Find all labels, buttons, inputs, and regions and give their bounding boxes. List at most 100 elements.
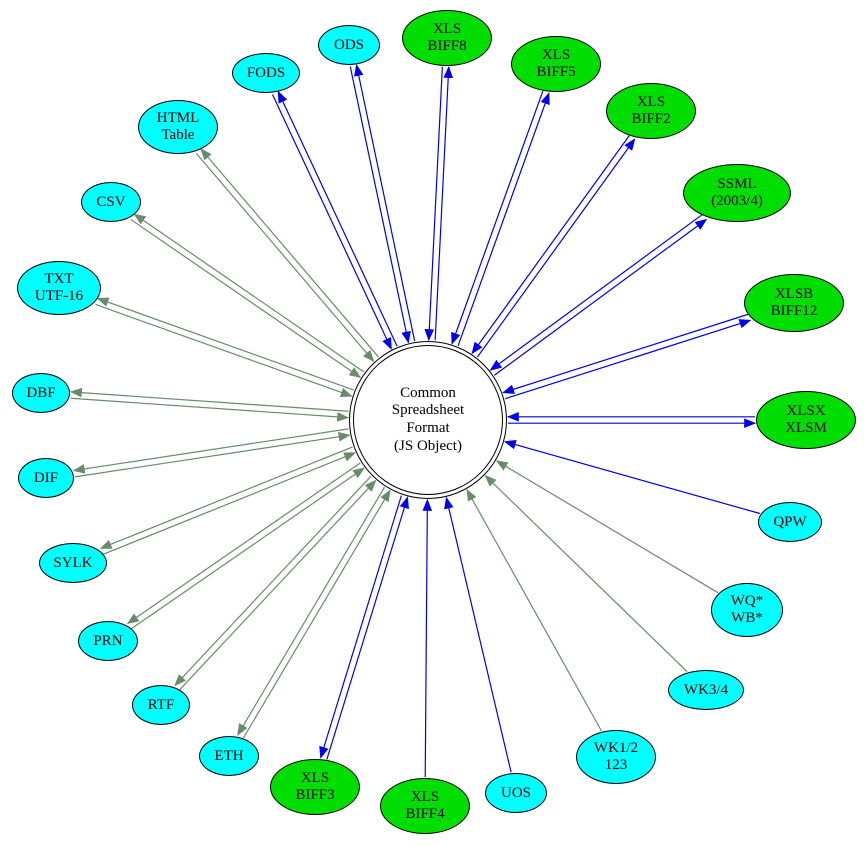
edge-xls-biff3-write [319,495,402,759]
center-line: Format [406,420,450,436]
edge-html-table-write [200,148,379,358]
format-node-label: Table [161,127,195,143]
edge-wk1-2-123-read [466,488,602,732]
edge-sylk-read [102,452,357,555]
edge-rtf-write [174,475,372,687]
format-node-label: PRN [93,632,123,649]
edge-prn-write [126,462,361,625]
format-node-fods: FODS [232,53,300,93]
edge-prn-read [131,467,365,630]
format-node-label: HTML [156,110,200,127]
edge-xls-biff4-read [422,498,433,778]
format-node-prn: PRN [78,621,138,661]
center-node: Common Spreadsheet Format (JS Object) [349,341,507,499]
edge-wk3-4-read [484,474,688,673]
format-node-label: UTF-16 [34,288,84,304]
format-node-wk3-4: WK3/4 [668,670,744,710]
format-node-label: XLS [300,770,330,787]
edge-ssml-2003-4-write [494,218,708,376]
format-node-label: UOS [500,784,531,801]
format-node-wq-wb: WQ*WB* [711,583,783,637]
format-node-label: ETH [214,747,244,764]
edge-dif-write [72,428,349,474]
edge-xls-biff8-write [434,65,454,341]
edge-ods-write [354,63,416,342]
format-node-qpw: QPW [758,502,822,542]
edge-xls-biff2-write [476,138,636,358]
format-node-rtf: RTF [132,685,190,725]
format-node-label: 123 [604,757,628,773]
format-node-ods: ODS [318,25,380,65]
edge-ssml-2003-4-read [489,213,703,371]
center-line: (JS Object) [394,437,462,454]
format-node-label: WQ* [730,593,764,610]
format-node-label: TXT [44,271,74,288]
format-node-ssml-2003-4: SSML(2003/4) [683,164,791,222]
edge-sylk-write [99,446,353,549]
format-node-label: XLSX [786,403,826,420]
format-node-label: XLSB [774,286,814,303]
format-node-label: QPW [773,513,807,530]
format-node-eth: ETH [199,736,259,776]
center-node-label: Common Spreadsheet Format (JS Object) [353,345,503,495]
format-node-label: XLS [541,47,571,64]
edge-txt-utf16-read [95,303,353,397]
format-node-label: SYLK [53,554,93,571]
format-node-label: ODS [333,36,364,53]
format-node-label: XLS [410,789,440,806]
edge-eth-write [237,486,385,736]
format-node-label: CSV [96,193,126,210]
format-node-dbf: DBF [12,373,70,413]
format-node-label: SSML [717,176,757,193]
format-node-label: WK1/2 [593,740,639,757]
format-node-label: RTF [147,696,175,713]
format-node-label: BIFF12 [770,303,818,319]
edge-xls-biff5-read [451,90,544,345]
edge-eth-read [242,489,391,739]
edge-uos-read [444,496,512,773]
format-node-label: BIFF2 [631,111,671,127]
edge-xls-biff3-read [326,496,409,760]
edge-csv-write [133,213,365,373]
format-node-label: BIFF3 [295,787,335,803]
format-node-label: DBF [26,384,56,401]
format-node-label: XLSM [785,420,827,436]
edge-csv-read [130,219,362,378]
center-line: Common [400,384,456,401]
edge-dbf-read [70,397,350,422]
edge-rtf-read [179,479,377,691]
edge-html-table-read [195,152,375,363]
center-line: Spreadsheet [391,402,465,419]
edge-ods-read [349,66,411,344]
edge-txt-utf16-write [96,297,354,391]
format-node-label: BIFF8 [427,38,467,54]
format-node-uos: UOS [485,773,547,813]
format-node-dif: DIF [18,458,74,498]
format-node-csv: CSV [81,182,141,222]
format-node-label: DIF [33,469,59,486]
edge-xls-biff5-write [457,92,550,347]
format-node-label: XLS [432,21,462,38]
format-node-label: FODS [246,64,286,81]
edge-dbf-write [69,387,349,412]
edge-xlsb-biff12-read [502,313,749,394]
edge-xlsb-biff12-write [504,319,752,400]
format-node-label: BIFF5 [536,64,576,80]
edge-dif-read [74,432,351,478]
format-node-label: (2003/4) [711,193,763,209]
edge-xls-biff8-read [424,66,443,342]
edge-qpw-read [503,440,761,515]
edge-xls-biff2-read [471,135,630,355]
